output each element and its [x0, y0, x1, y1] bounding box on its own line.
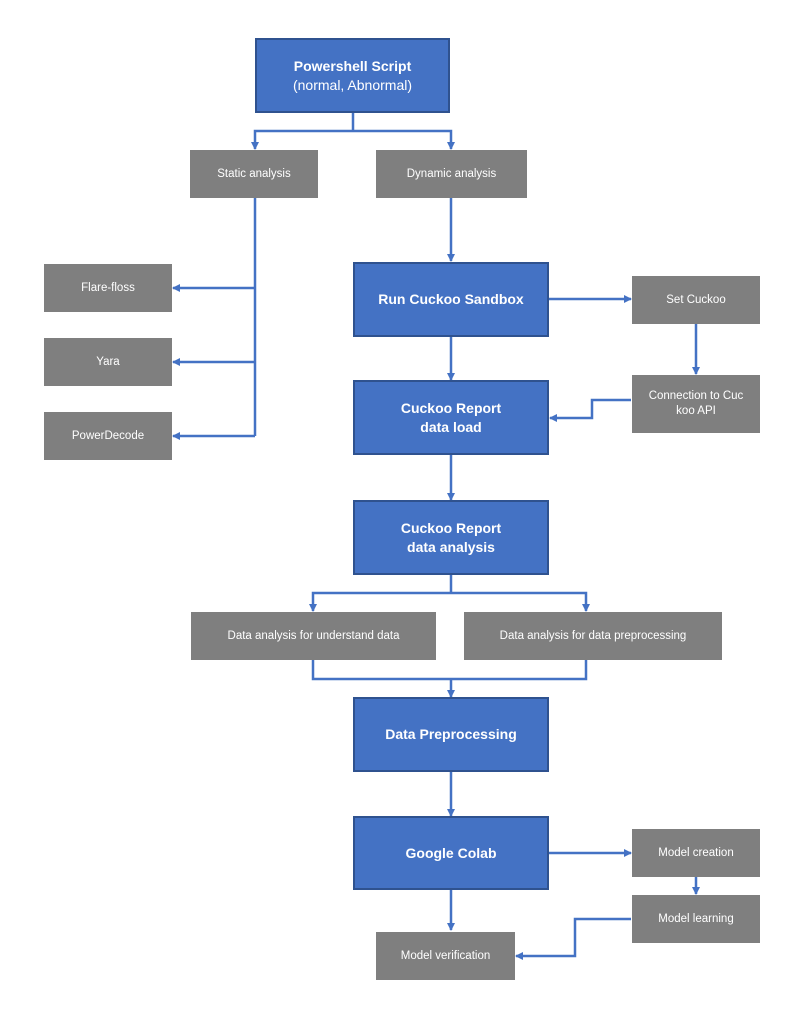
cuckoo-report-analysis-line1: Cuckoo Report	[400, 520, 502, 537]
connector-api-to-report-load	[549, 398, 631, 422]
connector-to-analysis-understand	[309, 591, 451, 612]
flare-floss-label: Flare-floss	[81, 281, 135, 294]
model-verification-node: Model verification	[376, 932, 515, 980]
analysis-understand-label: Data analysis for understand data	[227, 629, 400, 642]
connector-merge-left	[311, 659, 451, 681]
google-colab-node: Google Colab	[353, 816, 549, 890]
analysis-understand-node: Data analysis for understand data	[191, 612, 436, 660]
data-preprocessing-label: Data Preprocessing	[385, 726, 517, 743]
analysis-preprocessing-label: Data analysis for data preprocessing	[499, 629, 687, 642]
set-cuckoo-label: Set Cuckoo	[666, 293, 726, 306]
dynamic-analysis-label: Dynamic analysis	[406, 167, 497, 180]
connector-to-analysis-preprocessing	[451, 591, 590, 612]
powershell-script-node: Powershell Script (normal, Abnormal)	[255, 38, 450, 113]
connection-cuckoo-api-line1: Connection to Cuc	[648, 390, 744, 403]
powershell-script-subtitle: (normal, Abnormal)	[292, 76, 413, 93]
run-cuckoo-sandbox-node: Run Cuckoo Sandbox	[353, 262, 549, 337]
cuckoo-report-load-line2: data load	[420, 418, 482, 435]
data-preprocessing-node: Data Preprocessing	[353, 697, 549, 772]
model-creation-label: Model creation	[658, 846, 734, 859]
cuckoo-report-load-line1: Cuckoo Report	[400, 400, 502, 417]
cuckoo-report-load-node: Cuckoo Report data load	[353, 380, 549, 455]
model-learning-label: Model learning	[658, 912, 734, 925]
flare-floss-node: Flare-floss	[44, 264, 172, 312]
powerdecode-node: PowerDecode	[44, 412, 172, 460]
yara-label: Yara	[96, 355, 120, 368]
set-cuckoo-node: Set Cuckoo	[632, 276, 760, 324]
connector-to-dynamic-analysis	[353, 129, 455, 150]
powerdecode-label: PowerDecode	[71, 429, 145, 442]
connector-learning-to-verification	[515, 917, 631, 960]
connector-merge-right	[451, 659, 588, 681]
static-analysis-label: Static analysis	[217, 167, 291, 180]
analysis-preprocessing-node: Data analysis for data preprocessing	[464, 612, 722, 660]
google-colab-label: Google Colab	[405, 844, 497, 861]
connection-cuckoo-api-line2: koo API	[676, 405, 716, 417]
model-creation-node: Model creation	[632, 829, 760, 877]
powershell-script-title: Powershell Script	[293, 58, 412, 75]
connector-to-static-analysis	[251, 129, 353, 150]
model-learning-node: Model learning	[632, 895, 760, 943]
run-cuckoo-sandbox-label: Run Cuckoo Sandbox	[378, 291, 524, 308]
static-analysis-node: Static analysis	[190, 150, 318, 198]
yara-node: Yara	[44, 338, 172, 386]
dynamic-analysis-node: Dynamic analysis	[376, 150, 527, 198]
cuckoo-report-analysis-node: Cuckoo Report data analysis	[353, 500, 549, 575]
cuckoo-report-analysis-line2: data analysis	[407, 538, 495, 555]
model-verification-label: Model verification	[400, 949, 491, 962]
connection-cuckoo-api-node: Connection to Cuc koo API	[632, 375, 760, 433]
